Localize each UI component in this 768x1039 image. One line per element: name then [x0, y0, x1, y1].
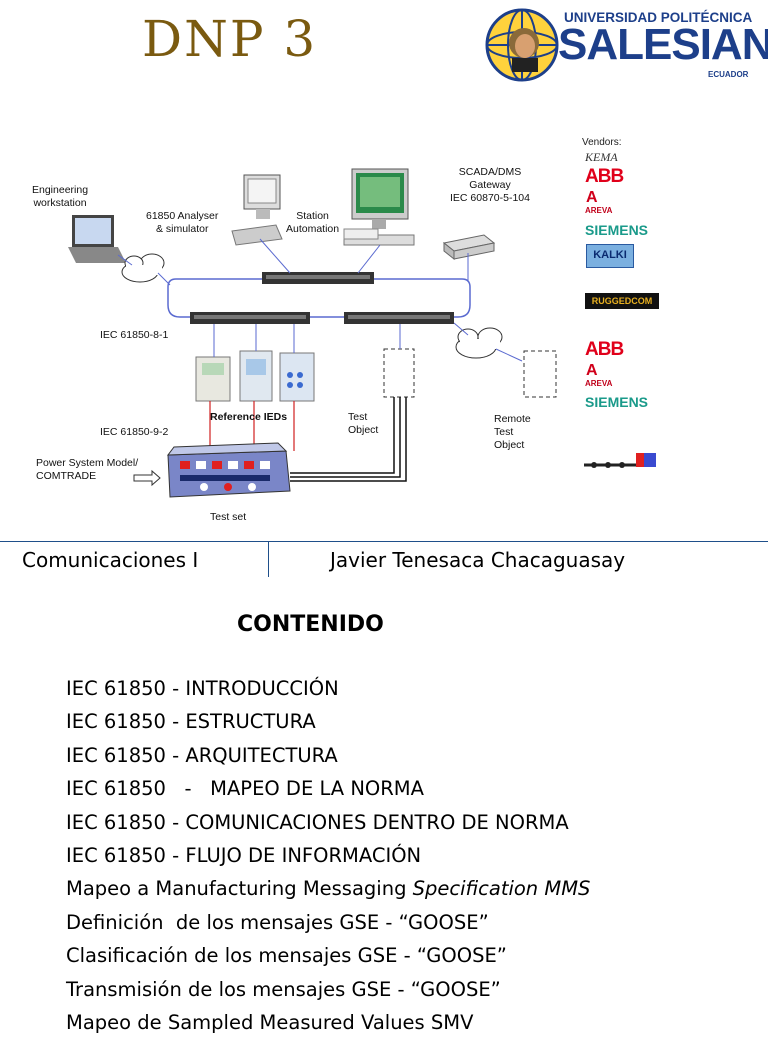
diagram-graphics: [68, 168, 557, 498]
list-item: Mapeo a Manufacturing Messaging Specific…: [66, 877, 591, 901]
list-item: IEC 61850 - ARQUITECTURA: [66, 743, 338, 767]
label-power-system-model: Power System Model/ COMTRADE: [36, 457, 139, 482]
areva-mark-icon: A: [586, 362, 598, 379]
remote-test-object-box: [523, 350, 557, 398]
ethernet-ring: [167, 278, 471, 318]
logo-university-line: UNIVERSIDAD POLITÉCNICA: [564, 10, 753, 25]
arrow-right-icon: [133, 469, 161, 487]
siemens-logo: SIEMENS: [585, 222, 649, 238]
contents-list: IEC 61850 - INTRODUCCIÓN IEC 61850 - EST…: [52, 672, 590, 1039]
label-remote-test-object: Remote Test Object: [494, 413, 531, 451]
label-iec-8-1: IEC 61850-8-1: [100, 329, 169, 341]
contents-heading: CONTENIDO: [237, 612, 384, 637]
kalki-logo: KALKI: [586, 244, 634, 268]
siemens-logo: SIEMENS: [585, 394, 649, 410]
label-test-set: Test set: [210, 511, 247, 523]
vendor-logos: Vendors: KEMA ABB A AREVA SIEMENS KALKI …: [582, 135, 692, 485]
list-item: IEC 61850 - FLUJO DE INFORMACIÓN: [66, 843, 422, 867]
footer-divider: [268, 541, 269, 577]
areva-mark-icon: A: [586, 189, 598, 206]
page-title: DNP 3: [142, 10, 318, 68]
globe-logo-icon: [485, 8, 559, 82]
kema-logo: KEMA: [585, 150, 618, 164]
logo-ecuador-word: ECUADOR: [708, 70, 749, 79]
label-test-object: Test Object: [348, 411, 379, 436]
abb-logo: ABB: [585, 166, 624, 187]
gateway-device-icon: [442, 234, 496, 261]
list-item: Clasificación de los mensajes GSE - “GOO…: [66, 944, 507, 968]
analyser-computer-icon: [231, 174, 283, 246]
vendor-omicron-logo-icon: [584, 453, 656, 468]
areva-logo: AREVA: [585, 379, 613, 388]
abb-logo: ABB: [585, 339, 624, 360]
footer-course: Comunicaciones I: [22, 548, 199, 572]
ruggedcom-logo: RUGGEDCOM: [585, 293, 659, 309]
label-scada-gateway: SCADA/DMS Gateway IEC 60870-5-104: [450, 166, 530, 204]
station-computer-icon: [343, 168, 415, 246]
test-set-icon: [166, 442, 291, 498]
university-logo: UNIVERSIDAD POLITÉCNICA SALESIANA ECUADO…: [484, 6, 768, 86]
test-object-box: [383, 348, 415, 398]
label-engineering-workstation: Engineering workstation: [32, 184, 89, 209]
vendors-heading: Vendors:: [582, 137, 622, 148]
label-reference-ieds: Reference IEDs: [210, 411, 288, 423]
label-iec-9-2: IEC 61850-9-2: [100, 426, 169, 438]
cloud-icon: [455, 327, 503, 359]
label-analyser: 61850 Analyser & simulator: [146, 210, 219, 235]
label-station-automation: Station Automation: [286, 210, 340, 235]
footer-rule: [0, 541, 768, 542]
list-item: IEC 61850 - COMUNICACIONES DENTRO DE NOR…: [66, 810, 569, 834]
footer-author: Javier Tenesaca Chacaguasay: [330, 548, 626, 572]
cloud-icon: [121, 253, 165, 283]
logo-salesiana-word: SALESIANA: [558, 20, 768, 69]
list-item: IEC 61850 - INTRODUCCIÓN: [66, 677, 339, 700]
reference-ieds-icon: [195, 350, 315, 402]
list-item: Mapeo de Sampled Measured Values SMV: [66, 1010, 474, 1034]
list-item: Transmisión de los mensajes GSE - “GOOSE…: [66, 977, 501, 1001]
areva-logo: AREVA: [585, 206, 613, 215]
network-diagram: Engineering workstation 61850 Analyser &…: [28, 135, 588, 530]
list-item: IEC 61850 - MAPEO DE LA NORMA: [66, 777, 424, 801]
list-item: IEC 61850 - ESTRUCTURA: [66, 710, 316, 734]
list-item: Definición de los mensajes GSE - “GOOSE”: [66, 910, 489, 934]
